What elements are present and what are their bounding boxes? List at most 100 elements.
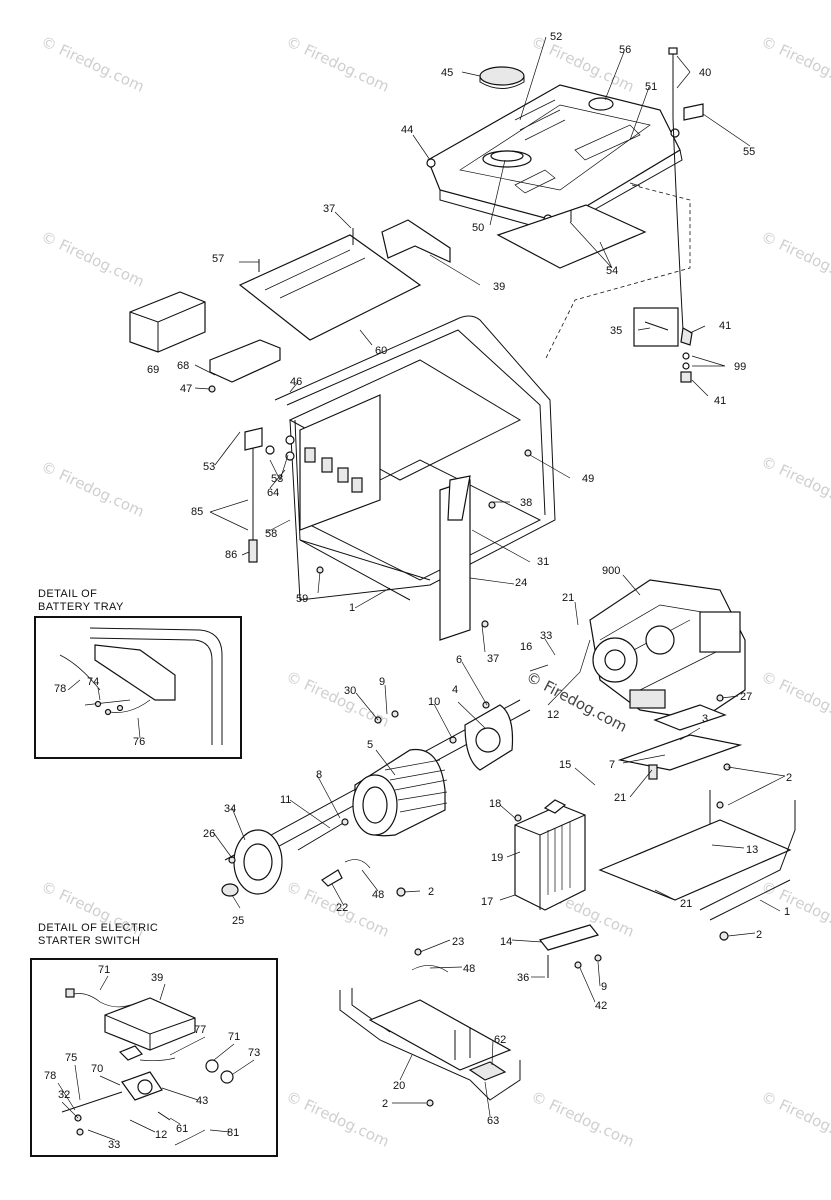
callout-12: 12 (547, 709, 559, 721)
detail-battery-tray-title-line1: DETAIL OF (38, 588, 97, 600)
callout-39-detail: 39 (151, 972, 163, 984)
callout-8: 8 (316, 769, 322, 781)
detail-battery-tray: DETAIL OF BATTERY TRAY 78 74 76 (34, 588, 242, 759)
callout-55: 55 (743, 146, 755, 158)
frame-assembly (244, 315, 556, 641)
callout-37-bottom: 37 (487, 653, 499, 665)
callout-34: 34 (224, 803, 236, 815)
callout-71-right: 71 (228, 1031, 240, 1043)
callout-33-detail: 33 (108, 1139, 120, 1151)
callout-25: 25 (232, 915, 244, 927)
leader-lines (194, 36, 786, 1117)
muffler-assembly (514, 704, 796, 978)
callout-14: 14 (500, 936, 512, 948)
callout-33: 33 (540, 630, 552, 642)
callout-7: 7 (609, 759, 615, 771)
callout-9-top: 9 (379, 676, 385, 688)
callout-19: 19 (491, 852, 503, 864)
callout-16: 16 (520, 641, 532, 653)
callout-31: 31 (537, 556, 549, 568)
callout-50: 50 (472, 222, 484, 234)
callout-85: 85 (191, 506, 203, 518)
callout-62: 62 (494, 1034, 506, 1046)
detail-starter-switch-frame (30, 958, 278, 1157)
callout-53-right: 53 (271, 473, 283, 485)
callout-74: 74 (87, 676, 99, 688)
callout-13: 13 (746, 844, 758, 856)
callout-26: 26 (203, 828, 215, 840)
callout-48-bottom: 48 (463, 963, 475, 975)
callout-61: 61 (176, 1123, 188, 1135)
callout-59: 59 (296, 593, 308, 605)
callout-75: 75 (65, 1052, 77, 1064)
control-panel-assembly (129, 219, 451, 393)
watermark-text: © Firedog.com (758, 667, 831, 730)
callout-52: 52 (550, 31, 562, 43)
callout-57: 57 (212, 253, 224, 265)
callout-53-left: 53 (203, 461, 215, 473)
detail-electric-starter-switch: DETAIL OF ELECTRIC STARTER SWITCH 71 39 … (30, 922, 278, 1157)
callout-51: 51 (645, 81, 657, 93)
callout-49: 49 (582, 473, 594, 485)
callout-3: 3 (702, 713, 708, 725)
callout-30: 30 (344, 685, 356, 697)
callout-47: 47 (180, 383, 192, 395)
callout-86: 86 (225, 549, 237, 561)
alternator-assembly (221, 699, 531, 897)
base-frame-assembly (339, 948, 521, 1107)
engine-assembly (589, 579, 746, 721)
callout-44: 44 (401, 124, 413, 136)
callout-21-bottom: 21 (680, 898, 692, 910)
callout-54: 54 (606, 265, 618, 277)
callout-60: 60 (375, 345, 387, 357)
watermark-text: © Firedog.com (283, 1087, 392, 1150)
callout-2-base: 2 (382, 1098, 388, 1110)
watermark-text: © Firedog.com (528, 1087, 637, 1150)
callout-46: 46 (290, 376, 302, 388)
detail-battery-tray-frame (34, 616, 242, 759)
callout-70: 70 (91, 1063, 103, 1075)
callout-64: 64 (267, 487, 279, 499)
detail-battery-tray-title-line2: BATTERY TRAY (38, 601, 124, 613)
callout-76: 76 (133, 736, 145, 748)
callout-42: 42 (595, 1000, 607, 1012)
watermark-text: © Firedog.com (758, 877, 831, 940)
watermark-text: © Firedog.com (758, 32, 831, 95)
callout-36: 36 (517, 972, 529, 984)
callout-9-bottom: 9 (601, 981, 607, 993)
callout-labels: 52 56 40 45 51 55 44 50 54 37 57 39 60 6… (147, 31, 792, 1127)
callout-77: 77 (194, 1024, 206, 1036)
callout-2-rail-bottom: 2 (756, 929, 762, 941)
callout-24: 24 (515, 577, 527, 589)
callout-56: 56 (619, 44, 631, 56)
callout-11: 11 (280, 794, 291, 806)
callout-5: 5 (367, 739, 373, 751)
callout-21-mid: 21 (614, 792, 626, 804)
callout-20: 20 (393, 1080, 405, 1092)
callout-41-top: 41 (719, 320, 731, 332)
fuel-tank-assembly (426, 47, 704, 383)
callout-23: 23 (452, 936, 464, 948)
callout-38: 38 (520, 497, 532, 509)
callout-78-battery: 78 (54, 683, 66, 695)
callout-12-detail: 12 (155, 1129, 167, 1141)
detail-starter-switch-title-line2: STARTER SWITCH (38, 935, 140, 947)
callout-22: 22 (336, 902, 348, 914)
callout-1-rail: 1 (784, 906, 790, 918)
callout-78-starter: 78 (44, 1070, 56, 1082)
callout-99: 99 (734, 361, 746, 373)
callout-45: 45 (441, 67, 453, 79)
callout-900: 900 (602, 565, 620, 577)
callout-73: 73 (248, 1047, 260, 1059)
detail-starter-switch-title-line1: DETAIL OF ELECTRIC (38, 922, 158, 934)
watermark-text: © Firedog.com (38, 32, 147, 95)
callout-40: 40 (699, 67, 711, 79)
callout-63: 63 (487, 1115, 499, 1127)
callout-4: 4 (452, 684, 458, 696)
watermark-text: © Firedog.com (283, 32, 392, 95)
callout-68: 68 (177, 360, 189, 372)
callout-18: 18 (489, 798, 501, 810)
callout-21-top: 21 (562, 592, 574, 604)
callout-17: 17 (481, 896, 493, 908)
